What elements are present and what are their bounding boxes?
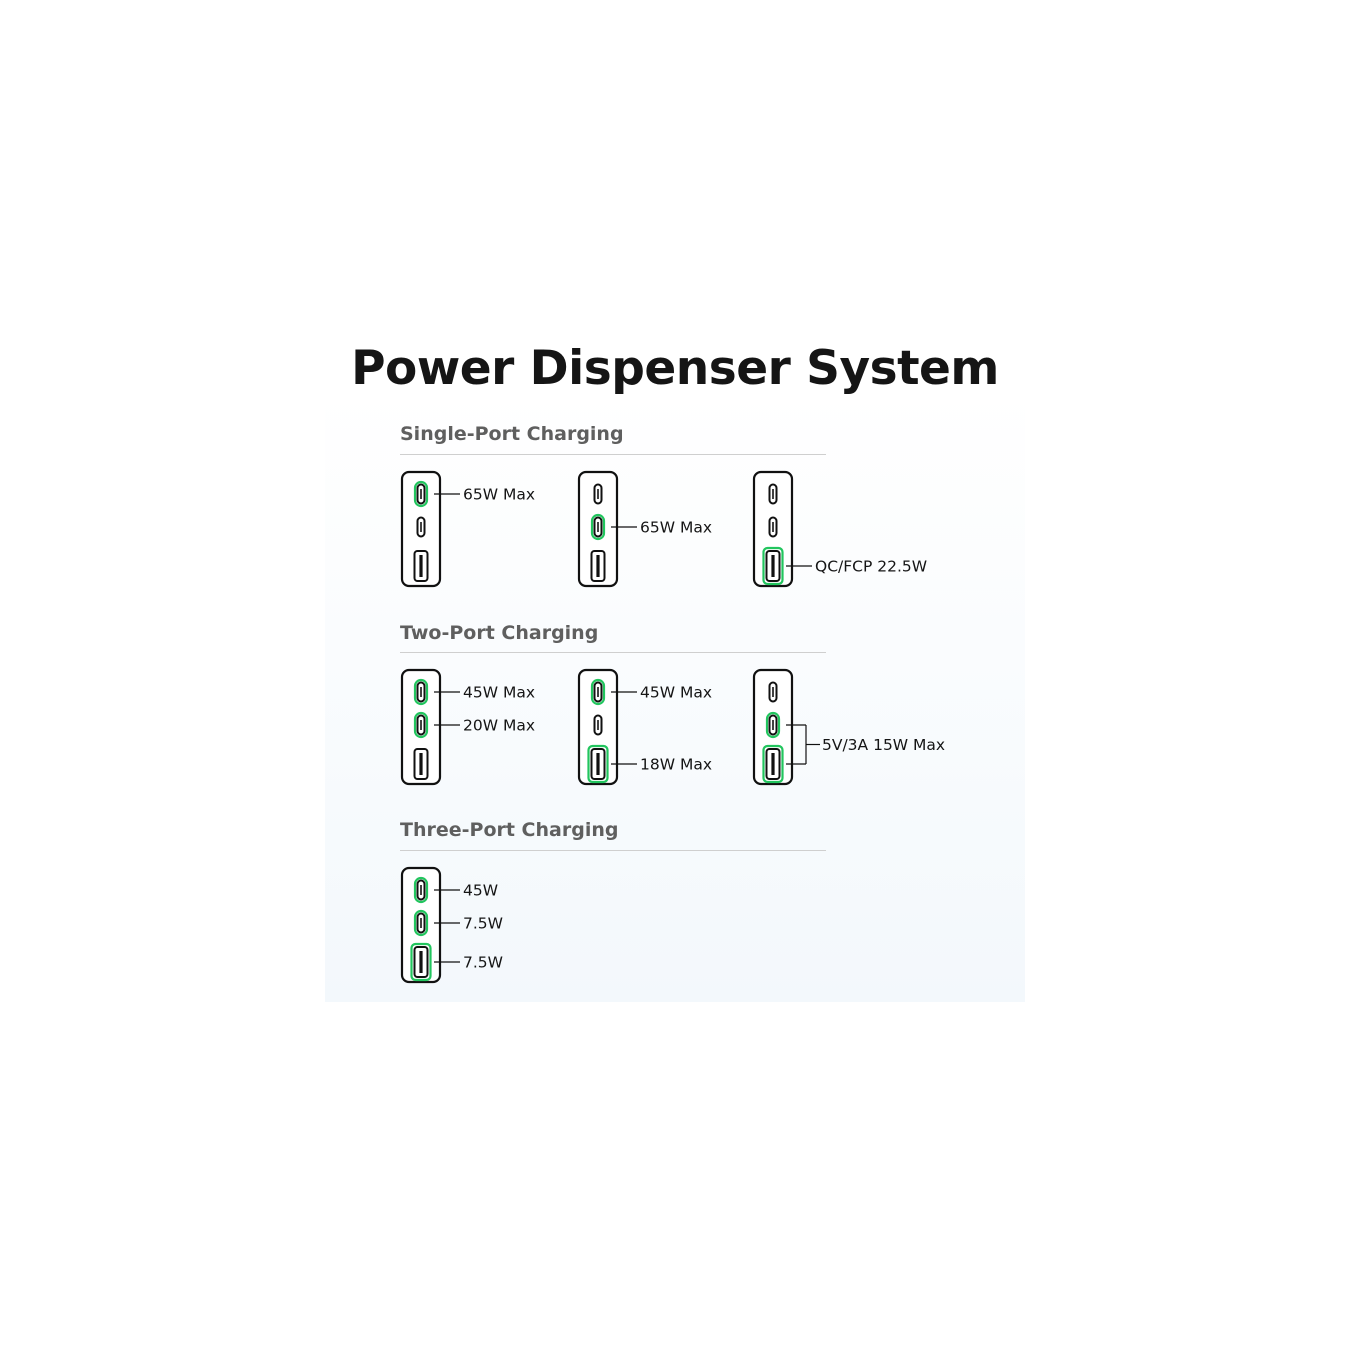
- port-power-label: 45W: [463, 882, 498, 900]
- port-power-label: QC/FCP 22.5W: [815, 558, 927, 576]
- charger-unit: 45W Max 18W Max: [577, 668, 712, 786]
- port-power-label: 65W Max: [640, 519, 712, 537]
- usb-c-port-highlight: [590, 513, 606, 541]
- usb-a-port-highlight: [762, 744, 784, 784]
- port-power-label: 45W Max: [640, 684, 712, 702]
- charger-unit: QC/FCP 22.5W: [752, 470, 927, 588]
- section-title-two-port: Two-Port Charging: [400, 622, 599, 644]
- usb-a-port-tongue: [596, 555, 600, 577]
- page-title: Power Dispenser System: [351, 341, 999, 396]
- usb-c-port-highlight: [413, 876, 429, 904]
- section-divider: [400, 652, 826, 653]
- port-power-label: 20W Max: [463, 717, 535, 735]
- charger-unit: 45W 7.5W 7.5W: [400, 866, 503, 984]
- usb-a-port-highlight: [410, 942, 432, 982]
- usb-a-port-tongue: [596, 753, 600, 775]
- usb-c-port-highlight: [413, 909, 429, 937]
- usb-a-port-tongue: [771, 753, 775, 775]
- charger-unit: 5V/3A 15W Max: [752, 668, 945, 786]
- usb-a-port-tongue: [419, 753, 423, 775]
- port-power-label: 7.5W: [463, 954, 503, 972]
- usb-a-port-highlight: [762, 546, 784, 586]
- usb-c-port-highlight: [765, 711, 781, 739]
- charger-unit: 65W Max: [577, 470, 712, 588]
- usb-c-port-highlight: [590, 678, 606, 706]
- background-panel: [325, 390, 1025, 1002]
- port-power-label: 5V/3A 15W Max: [822, 736, 945, 754]
- usb-a-port-tongue: [771, 555, 775, 577]
- usb-a-port-tongue: [419, 555, 423, 577]
- usb-c-port-highlight: [413, 480, 429, 508]
- section-title-single-port: Single-Port Charging: [400, 423, 624, 445]
- section-title-three-port: Three-Port Charging: [400, 819, 619, 841]
- usb-a-port-tongue: [419, 951, 423, 973]
- charger-unit: 65W Max: [400, 470, 535, 588]
- usb-c-port-highlight: [413, 711, 429, 739]
- port-power-label: 65W Max: [463, 486, 535, 504]
- charger-unit: 45W Max 20W Max: [400, 668, 535, 786]
- port-power-label: 7.5W: [463, 915, 503, 933]
- port-power-label: 18W Max: [640, 756, 712, 774]
- port-power-label: 45W Max: [463, 684, 535, 702]
- usb-a-port-highlight: [587, 744, 609, 784]
- section-divider: [400, 454, 826, 455]
- section-divider: [400, 850, 826, 851]
- usb-c-port-highlight: [413, 678, 429, 706]
